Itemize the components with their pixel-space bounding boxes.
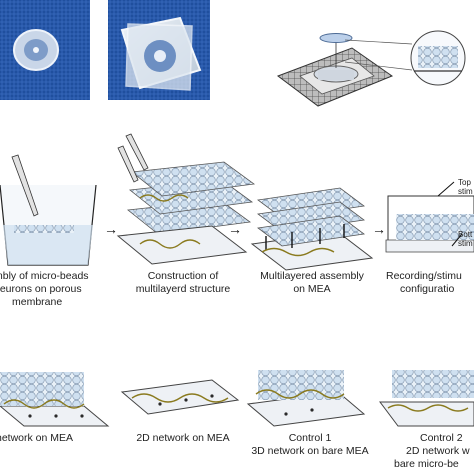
arrow-step-3: → (372, 221, 386, 237)
caption-recording-config: Recording/stimu configuratio (386, 270, 462, 295)
2d-network-on-mea-illustration (120, 379, 240, 415)
3d-network-on-mea-illustration (0, 372, 110, 427)
caption-3d-network: network on MEA (0, 432, 74, 444)
photo-assembled-chamber (108, 0, 210, 100)
caption-control-1: Control 1 3D network on bare MEA (251, 432, 369, 457)
control-1-illustration (246, 370, 366, 427)
arrow-step-1: → (104, 221, 118, 237)
multilayer-on-mea-illustration (250, 187, 374, 271)
mea-device-illustration (276, 30, 466, 107)
caption-control-2: Control 2 2D network w bare micro-be (394, 432, 470, 470)
caption-2d-network: 2D network on MEA (136, 432, 230, 444)
caption-assembly: mbly of micro-beads neurons on porous me… (0, 270, 89, 308)
photo-membrane-insert (0, 0, 90, 100)
caption-multilayer-on-mea: Multilayered assembly on MEA (260, 270, 364, 295)
arrow-step-2: → (228, 221, 242, 237)
caption-construction: Construction of multilayerd structure (135, 270, 231, 295)
layer-construction-illustration (116, 133, 256, 265)
beaker-illustration (0, 154, 97, 266)
recording-configuration-illustration (385, 181, 474, 253)
control-2-illustration (379, 370, 474, 427)
